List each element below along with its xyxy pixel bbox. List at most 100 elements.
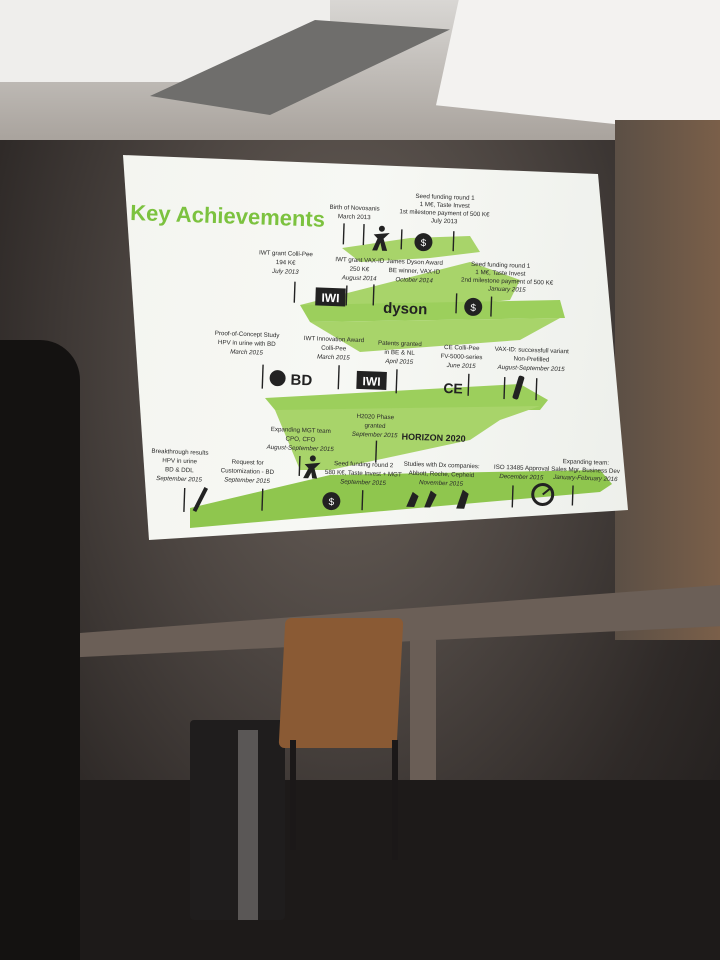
svg-text:Colli-Pee: Colli-Pee xyxy=(321,345,347,353)
svg-text:November 2015: November 2015 xyxy=(419,479,464,488)
iwt-logo-2: IWI xyxy=(356,370,387,390)
svg-text:August 2014: August 2014 xyxy=(341,274,378,282)
svg-text:in BE & NL: in BE & NL xyxy=(384,349,415,357)
svg-text:granted: granted xyxy=(364,422,386,430)
milestone-breakthrough: Breakthrough results HPV in urine BD & D… xyxy=(151,448,209,513)
svg-text:September 2015: September 2015 xyxy=(352,431,399,440)
ce-logo: CE xyxy=(443,380,463,397)
svg-text:September 2015: September 2015 xyxy=(340,478,387,487)
svg-text:Proof-of-Concept Study: Proof-of-Concept Study xyxy=(215,330,281,339)
svg-text:April 2015: April 2015 xyxy=(384,358,414,366)
svg-text:July 2013: July 2013 xyxy=(271,268,299,276)
side-wall xyxy=(615,120,720,640)
svg-text:James Dyson Award: James Dyson Award xyxy=(386,258,443,267)
svg-text:January-February 2016: January-February 2016 xyxy=(552,474,618,483)
milestone-iwt-vaxid: IWT grant VAX-ID 250 K€ August 2014 xyxy=(335,256,385,306)
dyson-logo: dyson xyxy=(383,300,428,319)
svg-text:$: $ xyxy=(470,303,476,314)
bd-logo: BD xyxy=(269,370,313,390)
floor xyxy=(0,780,720,960)
svg-text:Customization - BD: Customization - BD xyxy=(221,467,275,476)
svg-text:March 2015: March 2015 xyxy=(230,348,263,356)
gauge-icon xyxy=(531,482,555,506)
suitcase-strap xyxy=(238,730,258,920)
svg-text:Studies with Dx companies:: Studies with Dx companies: xyxy=(404,461,480,471)
svg-text:HPV in urine: HPV in urine xyxy=(162,457,198,465)
svg-text:August-September 2015: August-September 2015 xyxy=(496,364,565,373)
svg-text:$: $ xyxy=(328,497,334,508)
svg-text:August-September 2015: August-September 2015 xyxy=(266,444,335,453)
svg-text:CE Colli-Pee: CE Colli-Pee xyxy=(444,344,480,352)
svg-text:Breakthrough results: Breakthrough results xyxy=(151,448,208,457)
svg-text:$: $ xyxy=(420,238,426,249)
svg-text:2nd milestone payment of 500 K: 2nd milestone payment of 500 K€ xyxy=(461,276,554,286)
svg-text:Sales Mgr, Business Dev: Sales Mgr, Business Dev xyxy=(551,466,621,475)
person-silhouette xyxy=(0,340,80,960)
milestone-iso: ISO 13485 Approval December 2015 xyxy=(494,464,555,508)
svg-text:Abbott, Roche, Cepheid: Abbott, Roche, Cepheid xyxy=(408,470,474,479)
milestone-date: July 2013 xyxy=(431,217,458,225)
money-bag-icon: $ xyxy=(322,492,341,511)
svg-text:BD: BD xyxy=(290,372,312,390)
person-icon xyxy=(372,225,390,251)
svg-text:BE winner, VAX-ID: BE winner, VAX-ID xyxy=(389,267,441,276)
horizon-2020-logo: HORIZON 2020 xyxy=(401,432,465,444)
milestone-poc: Proof-of-Concept Study HPV in urine with… xyxy=(215,330,281,389)
svg-text:IWT Innovation Award: IWT Innovation Award xyxy=(304,335,365,344)
svg-text:IWT grant Colli-Pee: IWT grant Colli-Pee xyxy=(259,249,314,258)
svg-text:250 K€: 250 K€ xyxy=(350,266,370,274)
svg-text:HPV in urine with BD: HPV in urine with BD xyxy=(218,339,277,348)
svg-text:Expanding MGT team: Expanding MGT team xyxy=(271,426,331,435)
svg-text:June 2015: June 2015 xyxy=(446,362,477,370)
svg-text:IWI: IWI xyxy=(321,291,339,306)
svg-text:December 2015: December 2015 xyxy=(499,473,544,482)
milestone-line: 1 M€, Taste Invest xyxy=(420,201,471,210)
milestone-seed1b: Seed funding round 1 1 M€, Taste Invest … xyxy=(455,261,554,317)
robot-arm-icon xyxy=(406,489,469,509)
milestone-dyson: James Dyson Award BE winner, VAX-ID Octo… xyxy=(386,258,443,285)
chair xyxy=(278,618,404,748)
svg-text:January 2015: January 2015 xyxy=(487,285,526,293)
svg-text:Request for: Request for xyxy=(232,459,264,467)
chair-leg xyxy=(392,740,398,860)
svg-text:FV-5000-series: FV-5000-series xyxy=(440,353,482,361)
svg-text:IWT grant VAX-ID: IWT grant VAX-ID xyxy=(335,256,385,265)
svg-text:September 2015: September 2015 xyxy=(224,476,271,485)
milestone-iwt-collipee: IWT grant Colli-Pee 194 K€ July 2013 xyxy=(259,249,314,303)
svg-text:IWI: IWI xyxy=(362,374,380,389)
milestone-mgt-team: Expanding MGT team CPO, CFO August-Septe… xyxy=(266,426,335,479)
milestone-seed1: Seed funding round 1 1 M€, Taste Invest … xyxy=(399,193,490,252)
money-bag-icon: $ xyxy=(464,297,483,316)
svg-text:Non-Prefilled: Non-Prefilled xyxy=(513,355,550,363)
svg-text:BD & DDL: BD & DDL xyxy=(165,466,194,474)
money-bag-icon: $ xyxy=(414,233,433,252)
svg-text:194 K€: 194 K€ xyxy=(276,259,296,267)
vial-icon xyxy=(512,375,525,400)
milestone-ce: CE Colli-Pee FV-5000-series June 2015 xyxy=(440,344,483,396)
milestone-line: Seed funding round 1 xyxy=(415,193,475,202)
svg-text:Seed funding round 2: Seed funding round 2 xyxy=(334,460,394,469)
milestone-team-sales: Expanding team: Sales Mgr, Business Dev … xyxy=(551,458,621,506)
pipette-icon xyxy=(192,487,209,513)
milestone-dx-studies: Studies with Dx companies: Abbott, Roche… xyxy=(404,461,480,509)
milestone-vaxid-variant: VAX-ID: successfull variant Non-Prefille… xyxy=(495,346,570,401)
iwt-logo: IWI xyxy=(315,287,346,307)
milestone-line: Birth of Novosanis xyxy=(329,204,379,213)
svg-text:ISO 13485 Approval: ISO 13485 Approval xyxy=(494,464,550,473)
svg-text:VAX-ID: successfull variant: VAX-ID: successfull variant xyxy=(495,346,570,356)
svg-text:October 2014: October 2014 xyxy=(395,276,433,284)
svg-text:H2020 Phase: H2020 Phase xyxy=(356,413,394,421)
slide-title: Key Achievements xyxy=(130,200,326,232)
suitcase xyxy=(190,720,285,920)
milestone-h2020: H2020 Phase granted September 2015 xyxy=(352,413,399,463)
svg-text:Patents granted: Patents granted xyxy=(378,340,422,349)
milestone-date: March 2013 xyxy=(338,213,371,221)
svg-text:CPO, CFO: CPO, CFO xyxy=(285,435,315,443)
svg-text:September 2015: September 2015 xyxy=(156,475,203,484)
milestone-iwt-innovation: IWT Innovation Award Colli-Pee March 201… xyxy=(304,335,365,390)
svg-text:580 K€, Taste Invest + MGT: 580 K€, Taste Invest + MGT xyxy=(325,469,402,479)
milestone-customization: Request for Customization - BD September… xyxy=(221,459,275,511)
svg-text:March 2015: March 2015 xyxy=(317,354,350,362)
